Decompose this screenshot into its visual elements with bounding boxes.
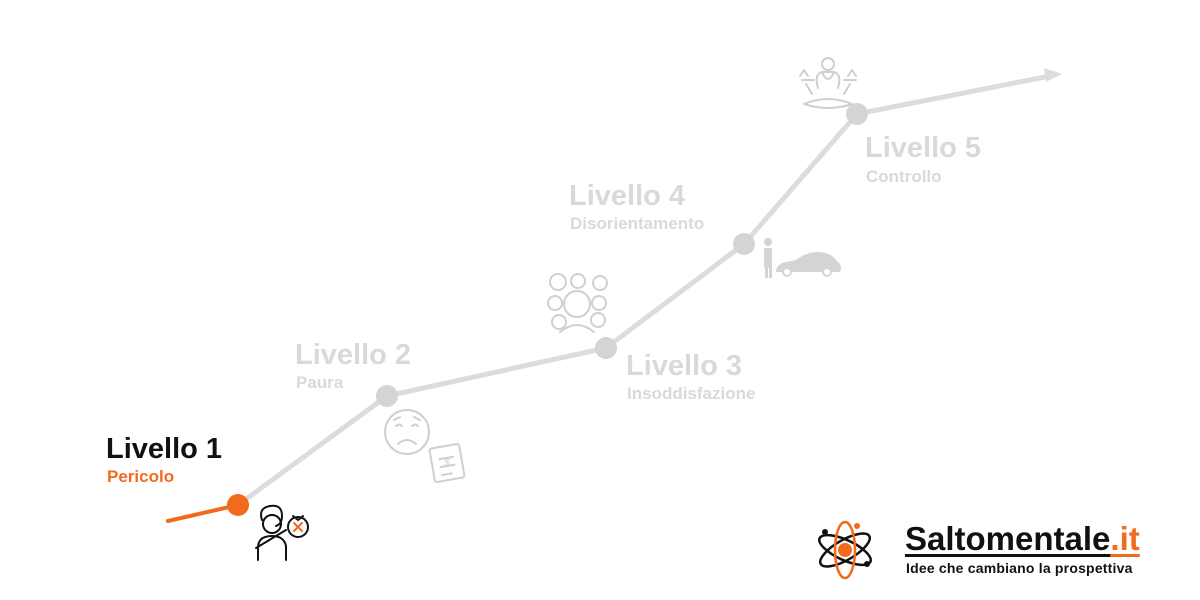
level-2-title: Livello 2 [295,339,412,371]
level-3-title: Livello 3 [626,350,743,382]
level-2-subtitle: Paura [296,373,344,392]
level-1-subtitle: Pericolo [107,467,175,486]
path-line [235,73,1053,508]
meditation-icon [799,57,857,109]
path-arrowhead [1044,68,1062,82]
brand-name-tld: .it [1110,520,1140,557]
level-1-title: Livello 1 [106,433,223,465]
level-3-subtitle: Insoddisfazione [627,384,756,403]
node-level-4 [733,233,755,255]
node-level-5 [846,103,868,125]
person-with-money-bag-icon [255,504,309,561]
level-5-subtitle: Controllo [866,167,942,186]
node-level-2 [376,385,398,407]
svg-text:$: $ [444,457,450,469]
level-4-subtitle: Disorientamento [570,214,705,233]
node-level-3 [595,337,617,359]
person-and-car-icon [764,238,841,278]
confused-person-icon [547,273,608,333]
worried-face-and-bill-icon: $ [384,409,466,484]
node-level-1 [227,494,249,516]
level-5-title: Livello 5 [865,132,982,164]
brand-name[interactable]: Saltomentale.it [905,520,1140,558]
brand-tagline: Idee che cambiano la prospettiva [906,560,1133,576]
active-segment [166,503,240,523]
level-4-title: Livello 4 [569,180,686,212]
brand-name-main: Saltomentale [905,520,1111,557]
atom-logo-icon [818,520,872,580]
